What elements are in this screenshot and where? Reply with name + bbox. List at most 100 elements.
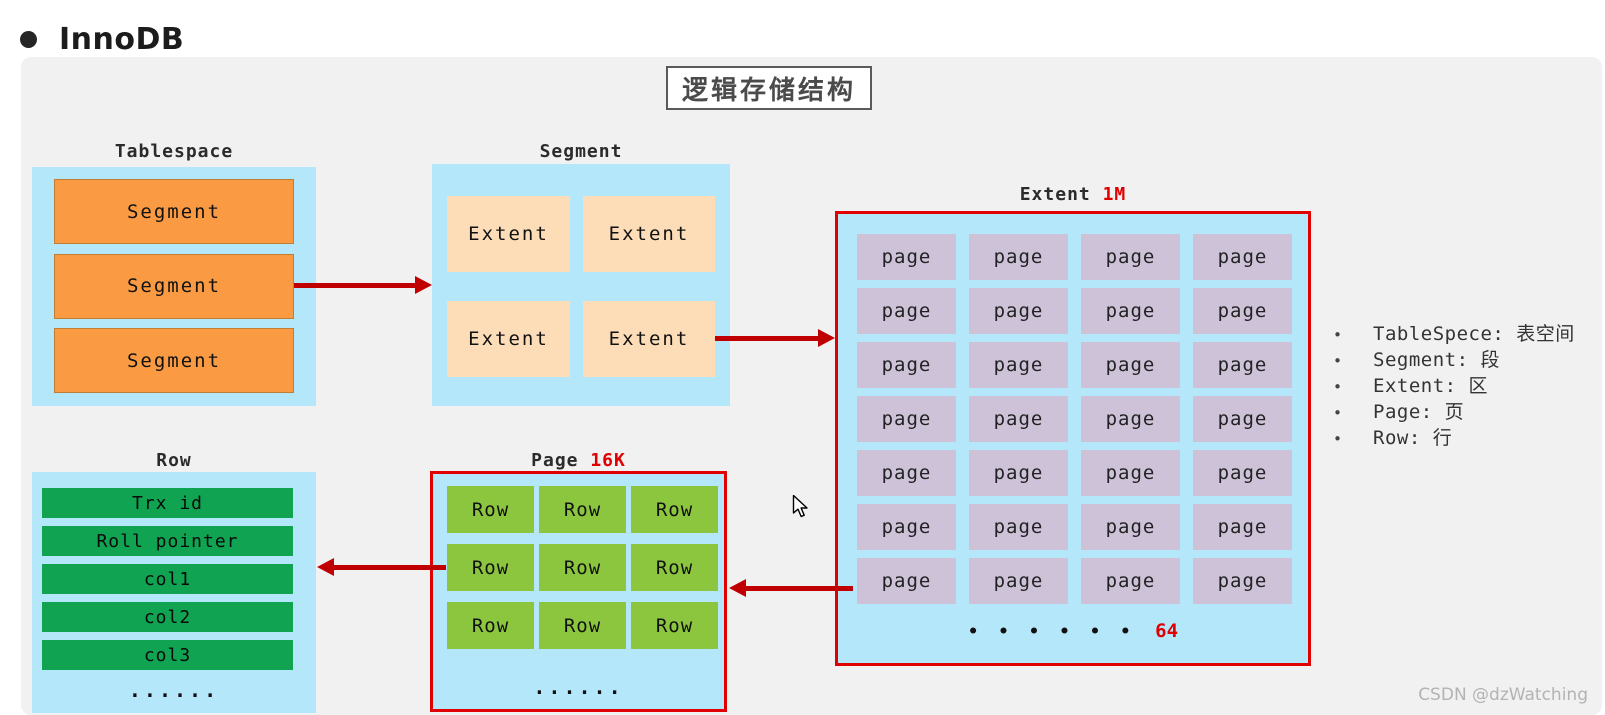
page-cell: page bbox=[1193, 342, 1292, 388]
legend-item: • Extent: 区 bbox=[1333, 371, 1575, 397]
extent-label: Extent 1M bbox=[835, 184, 1311, 205]
page-cell: page bbox=[1193, 396, 1292, 442]
arrow-line bbox=[294, 282, 419, 288]
arrow-head-icon bbox=[415, 276, 432, 294]
row-cell: Row bbox=[539, 486, 626, 533]
page-cell: page bbox=[1081, 288, 1180, 334]
row-cell: Row bbox=[447, 602, 534, 649]
page-cell: page bbox=[1081, 342, 1180, 388]
row-cell: Row bbox=[539, 602, 626, 649]
row-field-bar: Roll pointer bbox=[42, 526, 293, 556]
page-size-badge: 16K bbox=[590, 450, 626, 471]
extent-cell: Extent bbox=[583, 301, 715, 377]
page-cell: page bbox=[1193, 558, 1292, 604]
row-label: Row bbox=[156, 450, 192, 471]
row-field-bar: col1 bbox=[42, 564, 293, 594]
page-heading: InnoDB bbox=[20, 22, 184, 57]
row-cell: Row bbox=[631, 544, 718, 591]
page-cell: page bbox=[857, 558, 956, 604]
arrow-line bbox=[715, 335, 822, 341]
rows-grid: Row Row Row Row Row Row Row Row Row bbox=[433, 474, 724, 649]
segment-bar: Segment bbox=[54, 179, 294, 244]
row-cell: Row bbox=[631, 602, 718, 649]
row-field-bar: col3 bbox=[42, 640, 293, 670]
page-cell: page bbox=[969, 558, 1068, 604]
page-cell: page bbox=[1081, 504, 1180, 550]
page-box: Row Row Row Row Row Row Row Row Row ....… bbox=[430, 471, 727, 712]
row-field-bar: col2 bbox=[42, 602, 293, 632]
legend-list: • TableSpece: 表空间 • Segment: 段 • Extent:… bbox=[1333, 319, 1575, 449]
pages-grid: page page page page page page page page … bbox=[838, 214, 1308, 604]
arrow-extent-to-page bbox=[729, 579, 853, 597]
page-title: InnoDB bbox=[59, 22, 185, 57]
row-fields: Trx id Roll pointer col1 col2 col3 bbox=[32, 488, 316, 670]
page-cell: page bbox=[969, 504, 1068, 550]
extent-label-text: Extent bbox=[1019, 184, 1091, 205]
page-ellipsis: ...... bbox=[533, 675, 624, 699]
page-cell: page bbox=[1081, 234, 1180, 280]
legend-item: • TableSpece: 表空间 bbox=[1333, 319, 1575, 345]
legend-bullet-icon: • bbox=[1333, 326, 1343, 344]
extent-size-badge: 1M bbox=[1102, 184, 1127, 205]
page-cell: page bbox=[1081, 396, 1180, 442]
arrow-head-icon bbox=[729, 579, 746, 597]
row-cell: Row bbox=[539, 544, 626, 591]
segment-box: Extent Extent Extent Extent bbox=[432, 164, 730, 406]
extent-footer: • • • • • • 64 bbox=[838, 620, 1308, 642]
legend-item-text: Extent: 区 bbox=[1373, 375, 1489, 397]
diagram-title: 逻辑存储结构 bbox=[666, 66, 872, 110]
legend-bullet-icon: • bbox=[1333, 352, 1343, 370]
arrow-tablespace-to-segment bbox=[294, 276, 432, 294]
legend-item-text: TableSpece: 表空间 bbox=[1373, 323, 1575, 345]
page-cell: page bbox=[1081, 558, 1180, 604]
page-cell: page bbox=[857, 396, 956, 442]
page-cell: page bbox=[857, 450, 956, 496]
arrow-line bbox=[742, 585, 853, 591]
legend-bullet-icon: • bbox=[1333, 430, 1343, 448]
legend-item-text: Segment: 段 bbox=[1373, 349, 1500, 371]
legend-item-text: Row: 行 bbox=[1373, 427, 1453, 449]
page-cell: page bbox=[969, 342, 1068, 388]
page-cell: page bbox=[857, 234, 956, 280]
arrow-head-icon bbox=[317, 558, 334, 576]
legend-item: • Segment: 段 bbox=[1333, 345, 1575, 371]
extent-cell: Extent bbox=[447, 301, 570, 377]
arrow-head-icon bbox=[818, 329, 835, 347]
row-cell: Row bbox=[631, 486, 718, 533]
extent-box: page page page page page page page page … bbox=[835, 211, 1311, 666]
extent-ellipsis: • • • • • • bbox=[967, 622, 1136, 642]
diagram-panel: 逻辑存储结构 Tablespace Segment Segment Segmen… bbox=[21, 57, 1602, 715]
page-cell: page bbox=[1081, 450, 1180, 496]
legend-item: • Page: 页 bbox=[1333, 397, 1575, 423]
page-cell: page bbox=[857, 504, 956, 550]
list-bullet-icon bbox=[20, 31, 37, 48]
tablespace-box: Segment Segment Segment bbox=[32, 167, 316, 406]
legend-item-text: Page: 页 bbox=[1373, 401, 1465, 423]
row-field-bar: Trx id bbox=[42, 488, 293, 518]
page-label-text: Page bbox=[531, 450, 579, 471]
page-cell: page bbox=[1193, 288, 1292, 334]
page-cell: page bbox=[857, 288, 956, 334]
watermark: CSDN @dzWatching bbox=[1418, 685, 1588, 705]
page-cell: page bbox=[1193, 234, 1292, 280]
page-label: Page 16K bbox=[430, 450, 727, 471]
legend-bullet-icon: • bbox=[1333, 378, 1343, 396]
extent-cell: Extent bbox=[447, 196, 570, 272]
legend-item: • Row: 行 bbox=[1333, 423, 1575, 449]
page-cell: page bbox=[969, 234, 1068, 280]
arrow-page-to-row bbox=[317, 558, 446, 576]
page-cell: page bbox=[1193, 504, 1292, 550]
segment-label: Segment bbox=[539, 141, 623, 162]
row-cell: Row bbox=[447, 486, 534, 533]
segment-bar: Segment bbox=[54, 328, 294, 393]
arrow-line bbox=[330, 564, 446, 570]
legend-bullet-icon: • bbox=[1333, 404, 1343, 422]
extent-page-count: 64 bbox=[1155, 620, 1179, 642]
segment-bar: Segment bbox=[54, 253, 294, 319]
page-cell: page bbox=[969, 450, 1068, 496]
page-cell: page bbox=[1193, 450, 1292, 496]
row-cell: Row bbox=[447, 544, 534, 591]
page-cell: page bbox=[857, 342, 956, 388]
row-box: Trx id Roll pointer col1 col2 col3 .....… bbox=[32, 472, 316, 713]
extent-cell: Extent bbox=[583, 196, 715, 272]
